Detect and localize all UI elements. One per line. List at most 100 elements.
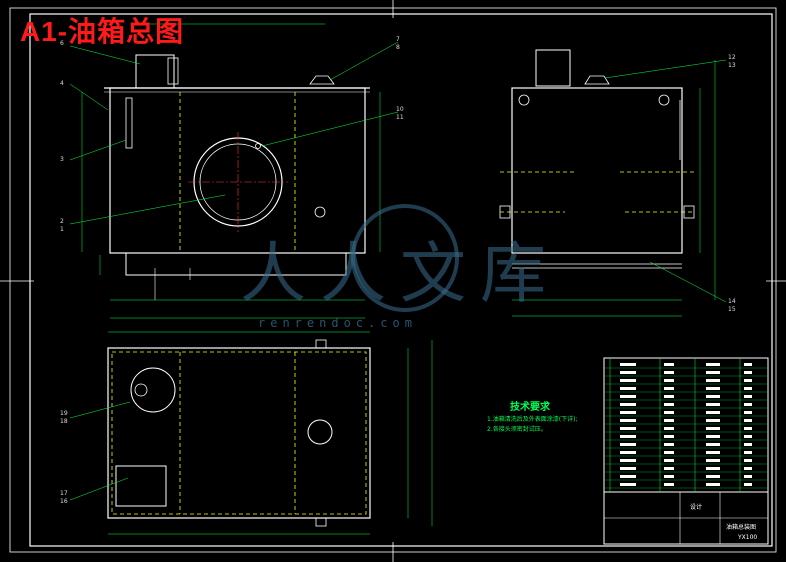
parts-list-cell — [664, 475, 674, 478]
parts-list-cell — [620, 435, 636, 438]
parts-list-cell — [744, 395, 752, 398]
tech-requirement-line: 1.油箱清洗后及外表面涂漆(下详); — [487, 416, 578, 423]
part-number: 14 — [728, 298, 736, 305]
sight-glass — [125, 97, 133, 149]
parts-list-cell — [620, 459, 636, 462]
parts-list-cell — [744, 435, 752, 438]
part-number: 15 — [728, 306, 736, 313]
front-view — [69, 23, 399, 319]
parts-list-cell — [744, 483, 752, 486]
tank-body-side — [511, 87, 683, 254]
watermark-cn: 人人文库 — [240, 235, 560, 312]
parts-list-cell — [744, 419, 752, 422]
parts-list-cell — [706, 411, 720, 414]
part-number: 7 — [396, 36, 400, 43]
parts-list-cell — [620, 395, 636, 398]
parts-list-cell — [620, 475, 636, 478]
parts-list-cell — [744, 443, 752, 446]
parts-list-cell — [744, 363, 752, 366]
parts-list-cell — [620, 427, 636, 430]
parts-list-cell — [620, 411, 636, 414]
parts-list-cell — [664, 379, 674, 382]
parts-list-cell — [706, 371, 720, 374]
drawing-code: YX100 — [738, 534, 758, 541]
parts-list-cell — [744, 459, 752, 462]
part-number: 17 — [60, 490, 68, 497]
cover-plate-plan — [115, 465, 167, 507]
parts-list-cell — [744, 387, 752, 390]
part-number: 12 — [728, 54, 736, 61]
parts-list-cell — [706, 379, 720, 382]
parts-list-cell — [664, 443, 674, 446]
parts-list-cell — [620, 387, 636, 390]
part-number: 11 — [396, 114, 404, 121]
parts-list-cell — [706, 419, 720, 422]
parts-list-cell — [664, 427, 674, 430]
port-front — [314, 206, 326, 218]
inner-frame — [29, 13, 773, 547]
air-breather — [309, 75, 335, 85]
parts-list-cell — [706, 387, 720, 390]
filler-plan — [130, 367, 176, 413]
filler-cap — [135, 54, 175, 89]
parts-list-cell — [706, 451, 720, 454]
part-number: 8 — [396, 44, 400, 51]
parts-list-cell — [744, 427, 752, 430]
parts-list-cell — [744, 411, 752, 414]
title-block — [603, 357, 769, 545]
part-number: 13 — [728, 62, 736, 69]
parts-list-cell — [664, 363, 674, 366]
tech-requirement-line: 2.各接头须密封试压。 — [487, 426, 547, 433]
parts-list-cell — [620, 371, 636, 374]
parts-list-cell — [664, 467, 674, 470]
parts-list-cell — [664, 459, 674, 462]
parts-list-cell — [706, 403, 720, 406]
plan-view — [69, 331, 433, 535]
parts-list-cell — [620, 379, 636, 382]
tech-requirements-heading: 技术要求 — [510, 402, 550, 413]
parts-list-cell — [744, 451, 752, 454]
parts-list-cell — [620, 443, 636, 446]
parts-list-cell — [706, 363, 720, 366]
tank-base-front — [125, 252, 347, 276]
parts-list-cell — [620, 419, 636, 422]
filler-cap-side — [535, 49, 571, 87]
parts-list-cell — [620, 467, 636, 470]
parts-list-cell — [620, 363, 636, 366]
parts-list-cell — [664, 435, 674, 438]
parts-list-cell — [706, 483, 720, 486]
designer-label: 设计 — [690, 504, 703, 511]
part-number: 4 — [60, 80, 64, 87]
parts-list-cell — [664, 411, 674, 414]
parts-list-cell — [744, 379, 752, 382]
part-number: 2 — [60, 218, 64, 225]
part-number: 3 — [60, 156, 64, 163]
parts-list-cell — [664, 451, 674, 454]
parts-list-cell — [706, 443, 720, 446]
parts-list-cell — [706, 475, 720, 478]
parts-list-cell — [706, 395, 720, 398]
parts-list-cell — [706, 435, 720, 438]
drawing-title: A1-油箱总图 — [20, 16, 185, 47]
parts-list-cell — [620, 451, 636, 454]
parts-list-cell — [620, 403, 636, 406]
tank-body-plan — [107, 347, 371, 519]
parts-list-cell — [706, 459, 720, 462]
parts-list-cell — [664, 483, 674, 486]
part-number: 19 — [60, 410, 68, 417]
part-number: 18 — [60, 418, 68, 425]
parts-list-cell — [664, 371, 674, 374]
watermark-en: renrendoc.com — [258, 316, 417, 330]
part-number: 16 — [60, 498, 68, 505]
parts-list-cell — [744, 371, 752, 374]
parts-list-cell — [744, 475, 752, 478]
parts-list-cell — [664, 419, 674, 422]
part-number: 6 — [60, 40, 64, 47]
inspection-plan — [307, 419, 333, 445]
parts-list-cell — [664, 395, 674, 398]
side-view — [499, 49, 727, 317]
parts-list-cell — [706, 427, 720, 430]
parts-list-cell — [706, 467, 720, 470]
drawing-name: 油箱总装图 — [726, 524, 757, 531]
